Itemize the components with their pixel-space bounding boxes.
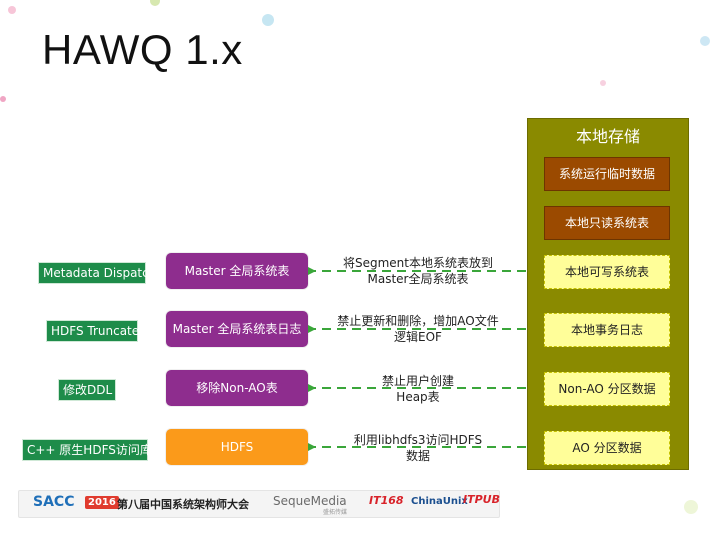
slide-title: HAWQ 1.x (42, 26, 243, 73)
event-name: 第八届中国系统架构师大会 (117, 498, 249, 511)
storage-readonly-catalog: 本地只读系统表 (544, 206, 670, 240)
box-hdfs: HDFS (166, 429, 308, 465)
box-master-global-catalog-log: Master 全局系统表日志 (166, 311, 308, 347)
arrow-label-1-line2: Master全局系统表 (367, 272, 469, 286)
arrow-label-2-line1: 禁止更新和删除，增加AO文件 (337, 314, 499, 328)
arrow-label-2: 禁止更新和删除，增加AO文件 逻辑EOF (318, 313, 518, 345)
tag-modify-ddl: 修改DDL (58, 379, 116, 401)
storage-writable-catalog: 本地可写系统表 (544, 255, 670, 289)
it168-logo: IT168 (369, 494, 404, 507)
itpub-logo: ITPUB (463, 493, 500, 506)
arrow-label-3-line2: Heap表 (396, 390, 440, 404)
decor-dot (600, 80, 606, 86)
decor-dot (0, 96, 6, 102)
sequemedia-logo: SequeMedia (273, 494, 347, 508)
box-master-global-catalog: Master 全局系统表 (166, 253, 308, 289)
tag-metadata-dispatch: Metadata Dispatch (38, 262, 156, 284)
decor-dot (150, 0, 160, 6)
box-remove-non-ao: 移除Non-AO表 (166, 370, 308, 406)
chinaunix-logo: ChinaUnix (411, 496, 468, 507)
arrow-label-1: 将Segment本地系统表放到 Master全局系统表 (318, 255, 518, 287)
sequemedia-sub: 盛拓传媒 (323, 509, 348, 516)
arrow-label-4-line2: 数据 (405, 449, 430, 463)
decor-dot (262, 14, 274, 26)
tag-cpp-hdfs-lib: C++ 原生HDFS访问库 (22, 439, 152, 461)
storage-temp-data: 系统运行临时数据 (544, 157, 670, 191)
decor-dot (8, 6, 16, 14)
sacc-logo: SACC (33, 494, 75, 510)
storage-transaction-log: 本地事务日志 (544, 313, 670, 347)
arrow-label-3: 禁止用户创建 Heap表 (318, 373, 518, 405)
tag-hdfs-truncate: HDFS Truncate (46, 320, 139, 342)
decor-dot (700, 36, 710, 46)
storage-non-ao-partition: Non-AO 分区数据 (544, 372, 670, 406)
arrow-label-4-line1: 利用libhdfs3访问HDFS (353, 433, 483, 447)
footer-sponsor-bar: SACC 2016 第八届中国系统架构师大会 SequeMedia 盛拓传媒 I… (18, 490, 500, 518)
arrow-label-1-line1: 将Segment本地系统表放到 (342, 256, 493, 270)
arrow-label-2-line2: 逻辑EOF (394, 330, 442, 344)
year-badge: 2016 (85, 496, 119, 509)
local-storage-title: 本地存储 (575, 127, 640, 146)
local-storage-panel: 本地存储 系统运行临时数据 本地只读系统表 本地可写系统表 本地事务日志 Non… (527, 118, 689, 470)
arrow-label-3-line1: 禁止用户创建 (381, 374, 454, 388)
decor-dot (684, 500, 698, 514)
arrow-label-4: 利用libhdfs3访问HDFS 数据 (318, 432, 518, 464)
storage-ao-partition: AO 分区数据 (544, 431, 670, 465)
